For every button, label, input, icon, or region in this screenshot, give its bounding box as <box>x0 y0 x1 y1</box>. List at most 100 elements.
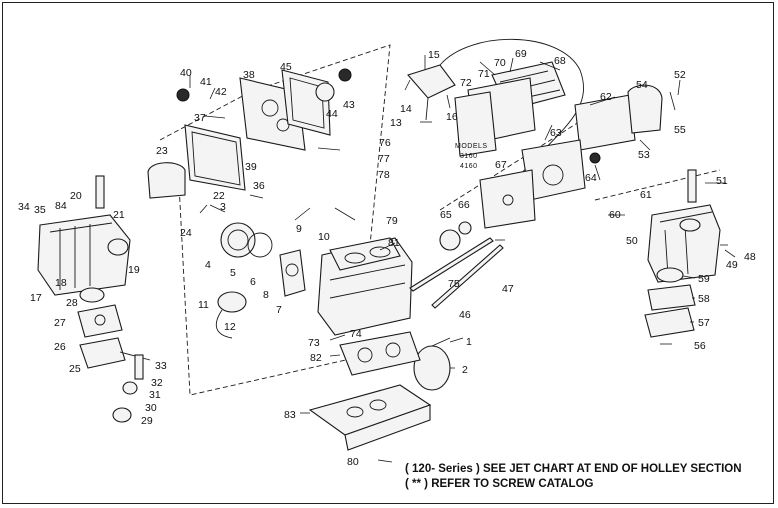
callout-13: 13 <box>390 117 402 129</box>
callout-26: 26 <box>54 341 66 353</box>
plug-32 <box>122 381 138 395</box>
callout-2: 2 <box>462 364 468 376</box>
lever-26 <box>79 337 151 369</box>
float-54 <box>627 84 663 134</box>
gasket-66 <box>458 221 472 235</box>
callout-24: 24 <box>180 227 192 239</box>
callout-52: 52 <box>674 69 686 81</box>
callout-15: 15 <box>428 49 440 61</box>
callout-80: 80 <box>347 456 359 468</box>
callout-48: 48 <box>744 251 756 263</box>
ring-59 <box>656 267 684 283</box>
callout-42: 42 <box>215 86 227 98</box>
callout-55: 55 <box>674 124 686 136</box>
callout-61: 61 <box>640 189 652 201</box>
callout-75: 75 <box>448 278 460 290</box>
callout-78: 78 <box>378 169 390 181</box>
callout-79: 79 <box>386 215 398 227</box>
callout-10: 10 <box>318 231 330 243</box>
spring-33 <box>134 354 144 380</box>
callout-77: 77 <box>378 153 390 165</box>
plate-58 <box>647 284 696 311</box>
callout-53: 53 <box>638 149 650 161</box>
models-label-line1: MODELS <box>455 143 488 150</box>
callout-57: 57 <box>698 317 710 329</box>
callout-84: 84 <box>55 200 67 212</box>
callout-72: 72 <box>460 77 472 89</box>
main-body-81 <box>317 237 413 336</box>
callout-28: 28 <box>66 297 78 309</box>
callout-74: 74 <box>350 328 362 340</box>
callout-36: 36 <box>253 180 265 192</box>
callout-11: 11 <box>198 299 209 311</box>
callout-3: 3 <box>220 201 226 213</box>
fitting-29 <box>112 407 132 423</box>
callout-49: 49 <box>726 259 738 271</box>
callout-9: 9 <box>296 223 302 235</box>
callout-23: 23 <box>156 145 168 157</box>
callout-7: 7 <box>276 304 282 316</box>
callout-68: 68 <box>554 55 566 67</box>
needle-51 <box>687 169 697 203</box>
dashed-group-line-left <box>177 164 391 396</box>
leader-lines <box>189 55 736 463</box>
models-label-line3: 4160 <box>460 163 478 170</box>
callout-76: 76 <box>379 137 391 149</box>
callout-54: 54 <box>636 79 648 91</box>
callout-59: 59 <box>698 273 710 285</box>
dashed-group-line-right-bowl <box>594 169 721 201</box>
callout-81: 81 <box>388 237 400 249</box>
shaft-75 <box>409 237 494 292</box>
callout-60: 60 <box>609 209 621 221</box>
callout-62: 62 <box>600 91 612 103</box>
callout-20: 20 <box>70 190 82 202</box>
footnote-jet-chart: ( 120- Series ) SEE JET CHART AT END OF … <box>405 463 742 475</box>
callout-38: 38 <box>243 69 255 81</box>
callout-71: 71 <box>478 68 490 80</box>
base-gasket-82 <box>339 331 421 376</box>
throttle-body-83 <box>308 384 432 451</box>
callout-66: 66 <box>458 199 470 211</box>
footnote-screw-catalog: ( ** ) REFER TO SCREW CATALOG <box>405 478 594 490</box>
callout-18: 18 <box>55 277 67 289</box>
callout-1: 1 <box>466 336 472 348</box>
valve-65 <box>439 229 461 251</box>
callout-14: 14 <box>400 103 412 115</box>
callout-64: 64 <box>585 172 597 184</box>
models-label-line2: 3160 <box>460 153 478 160</box>
gasket-62 <box>574 94 636 151</box>
callout-67: 67 <box>495 159 507 171</box>
gasket-44 <box>315 82 335 102</box>
choke-housing-5 <box>220 222 273 258</box>
callout-40: 40 <box>180 67 192 79</box>
callout-33: 33 <box>155 360 167 372</box>
callout-58: 58 <box>698 293 710 305</box>
callout-22: 22 <box>213 190 225 202</box>
left-float-bowl <box>37 214 131 296</box>
callout-25: 25 <box>69 363 81 375</box>
callout-16: 16 <box>446 111 458 123</box>
bracket-curve-models <box>439 38 584 176</box>
callout-83: 83 <box>284 409 296 421</box>
callout-6: 6 <box>250 276 256 288</box>
callout-51: 51 <box>716 175 728 187</box>
cover-57 <box>644 307 695 338</box>
callout-17: 17 <box>30 292 42 304</box>
callout-5: 5 <box>230 267 236 279</box>
callout-45: 45 <box>280 61 292 73</box>
callout-43: 43 <box>343 99 355 111</box>
callout-47: 47 <box>502 283 514 295</box>
callout-69: 69 <box>515 48 527 60</box>
callout-4: 4 <box>205 259 211 271</box>
callout-65: 65 <box>440 209 452 221</box>
callout-27: 27 <box>54 317 66 329</box>
cover-27 <box>77 304 123 338</box>
gasket-72 <box>454 91 497 157</box>
callout-29: 29 <box>141 415 153 427</box>
bowl-63 <box>521 139 586 201</box>
callout-73: 73 <box>308 337 320 349</box>
callout-82: 82 <box>310 352 322 364</box>
metering-block-36 <box>184 124 246 191</box>
